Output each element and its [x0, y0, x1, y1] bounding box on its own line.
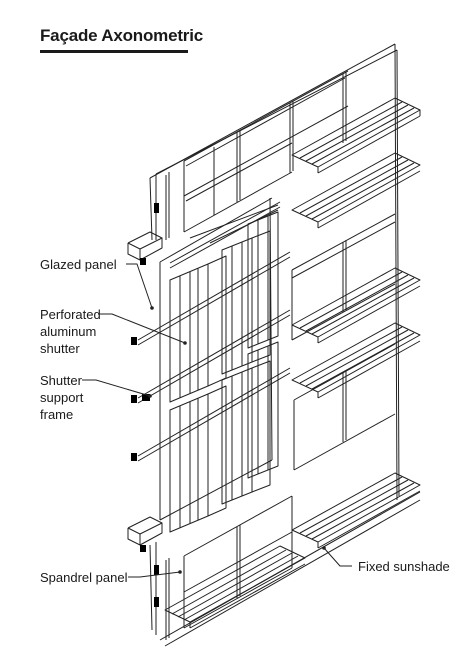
leader-fixed-sunshade	[323, 547, 352, 567]
label-shutter-line-1: Perforated	[40, 307, 101, 322]
upper-spandrel-cap	[127, 203, 163, 265]
shutter-panels-lower	[169, 341, 279, 533]
label-shutter-line-2: aluminum	[40, 324, 97, 339]
label-spandrel-panel: Spandrel panel	[40, 569, 127, 586]
label-glazed-panel: Glazed panel	[40, 256, 117, 273]
shutter-support-frame	[131, 201, 291, 462]
leader-glazed-panel	[126, 263, 153, 309]
leader-shutter-support-frame	[82, 379, 151, 397]
upper-glazing-grid	[165, 70, 349, 240]
leader-dot-shutter	[183, 341, 187, 345]
glazed-panel-plane	[159, 197, 273, 521]
leader-dot-sunshade	[322, 546, 326, 550]
title-underline	[40, 50, 188, 53]
label-fixed-sunshade: Fixed sunshade	[358, 558, 450, 575]
fixed-sunshades	[164, 97, 421, 629]
leader-endpoints	[148, 306, 326, 574]
leader-dot-glazed-panel	[150, 306, 154, 310]
leader-dot-frame	[148, 394, 152, 398]
lower-spandrel-grid	[165, 495, 293, 640]
middle-glazing-grid	[291, 213, 396, 471]
label-frame-line-2: support	[40, 390, 84, 405]
label-shutter-line-3: shutter	[40, 341, 80, 356]
leader-perforated-shutter	[98, 313, 186, 344]
leader-spandrel-panel	[128, 571, 181, 578]
label-perforated-aluminum-shutter: Perforated aluminum shutter	[40, 306, 101, 357]
label-frame-line-1: Shutter	[40, 373, 82, 388]
label-glazed-panel-text: Glazed panel	[40, 257, 117, 272]
label-fixed-sunshade-text: Fixed sunshade	[358, 559, 450, 574]
lower-spandrel-cap	[127, 516, 163, 635]
diagram-title: Façade Axonometric	[40, 26, 203, 45]
label-frame-line-3: frame	[40, 407, 74, 422]
label-shutter-support-frame: Shutter support frame	[40, 372, 83, 423]
label-spandrel-panel-text: Spandrel panel	[40, 570, 128, 585]
leader-dot-spandrel	[178, 570, 182, 574]
shutter-panels-upper	[169, 211, 279, 403]
leader-lines	[82, 263, 352, 578]
